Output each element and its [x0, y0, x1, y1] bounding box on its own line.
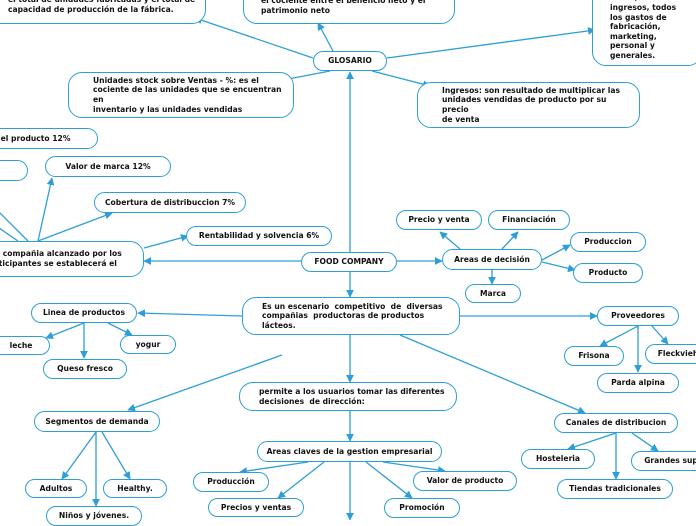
connector-arrow — [631, 432, 659, 452]
node-top-mid: el cociente entre el beneficio neto y el… — [243, 0, 455, 24]
connector-arrow — [107, 322, 133, 336]
node-producto-decision: Producto — [573, 263, 643, 283]
connector-arrow — [61, 431, 97, 480]
node-queso-fresco: Queso fresco — [43, 359, 127, 379]
node-unidades-stock: Unidades stock sobre Ventas - %: es el c… — [68, 72, 294, 118]
node-valor-producto-12: lor del producto 12% — [0, 128, 98, 149]
connector-arrow — [317, 22, 334, 52]
node-linea-productos: Linea de productos — [31, 303, 137, 323]
connector-arrow — [399, 334, 586, 414]
node-parda-alpina: Parda alpina — [597, 373, 679, 393]
node-valor-marca: Valor de marca 12% — [45, 156, 171, 177]
node-precios-ventas: Precios y ventas — [208, 498, 304, 517]
node-valor-producto-gestion: Valor de producto — [413, 471, 517, 491]
node-frisona: Frisona — [564, 346, 624, 366]
connector-arrow — [277, 461, 325, 499]
connector-arrow — [651, 325, 669, 345]
connector-arrow — [599, 325, 639, 347]
node-six-pct: 6% — [0, 160, 28, 181]
connector-arrow — [567, 432, 617, 451]
node-yogur: yogur — [120, 335, 176, 354]
connector-arrow — [137, 309, 243, 318]
node-financiacion: Financiación — [488, 210, 570, 230]
node-compania: a compañia alcanzado por los rticipantes… — [0, 241, 144, 277]
node-permite: permite a los usuarios tomar las diferen… — [239, 382, 457, 411]
connector-arrow — [239, 461, 309, 475]
node-tiendas: Tiendas tradicionales — [557, 479, 673, 499]
connector-arrow — [101, 431, 131, 480]
node-segmentos: Segmentos de demanda — [34, 411, 160, 432]
node-proveedores: Proveedores — [597, 306, 679, 326]
node-areas-decision: Areas de decisión — [442, 249, 542, 270]
node-grandes: Grandes sup — [631, 451, 696, 471]
node-produccion-decision: Produccion — [570, 232, 646, 252]
connector-arrow — [194, 16, 314, 59]
node-adultos: Adultos — [25, 479, 87, 498]
connector-arrow — [143, 234, 189, 249]
node-healthy: Healthy. — [103, 479, 167, 498]
node-cobertura: Cobertura de distribuccion 7% — [94, 192, 246, 213]
node-marca: Marca — [465, 284, 521, 303]
connector-arrow — [0, 212, 29, 242]
node-top-left: el total de unidades fabricadas y el tot… — [0, 0, 206, 24]
node-ingresos: Ingresos: son resultado de multiplicar l… — [417, 82, 640, 128]
node-escenario: Es un escenario competitivo de diversas … — [242, 297, 460, 335]
connector-arrow — [37, 177, 55, 242]
node-leche: leche — [0, 336, 50, 355]
connector-arrow — [127, 354, 283, 412]
connector-arrow — [541, 244, 571, 261]
connector-arrow — [501, 231, 519, 250]
connector-arrow — [371, 70, 431, 89]
connector-arrow — [382, 461, 446, 474]
connector-arrow — [386, 27, 596, 59]
node-canales: Canales de distribucion — [554, 413, 678, 433]
node-produccion-gestion: Producción — [193, 472, 269, 492]
node-rentabilidad: Rentabilidad y solvencia 6% — [186, 226, 332, 246]
node-glosario: GLOSARIO — [313, 51, 387, 71]
connector-arrow — [541, 261, 576, 273]
node-ninos: Niños y jóvenes. — [46, 506, 142, 526]
node-areas-claves: Areas claves de la gestion empresarial — [257, 441, 442, 462]
connector-arrow — [439, 231, 461, 250]
node-promocion: Promoción — [384, 498, 460, 518]
node-precio-venta: Precio y venta — [396, 210, 482, 230]
node-hosteleria: Hosteleria — [521, 449, 595, 469]
node-top-right: restar, a los ingresos, todos los gastos… — [592, 0, 696, 66]
node-food-company: FOOD COMPANY — [301, 252, 397, 272]
connector-arrow — [365, 461, 413, 499]
connector-arrow — [45, 322, 85, 340]
node-fleckvieh: Fleckvieh — [645, 344, 696, 364]
connector-arrow — [0, 227, 19, 242]
connector-arrow — [37, 211, 113, 242]
